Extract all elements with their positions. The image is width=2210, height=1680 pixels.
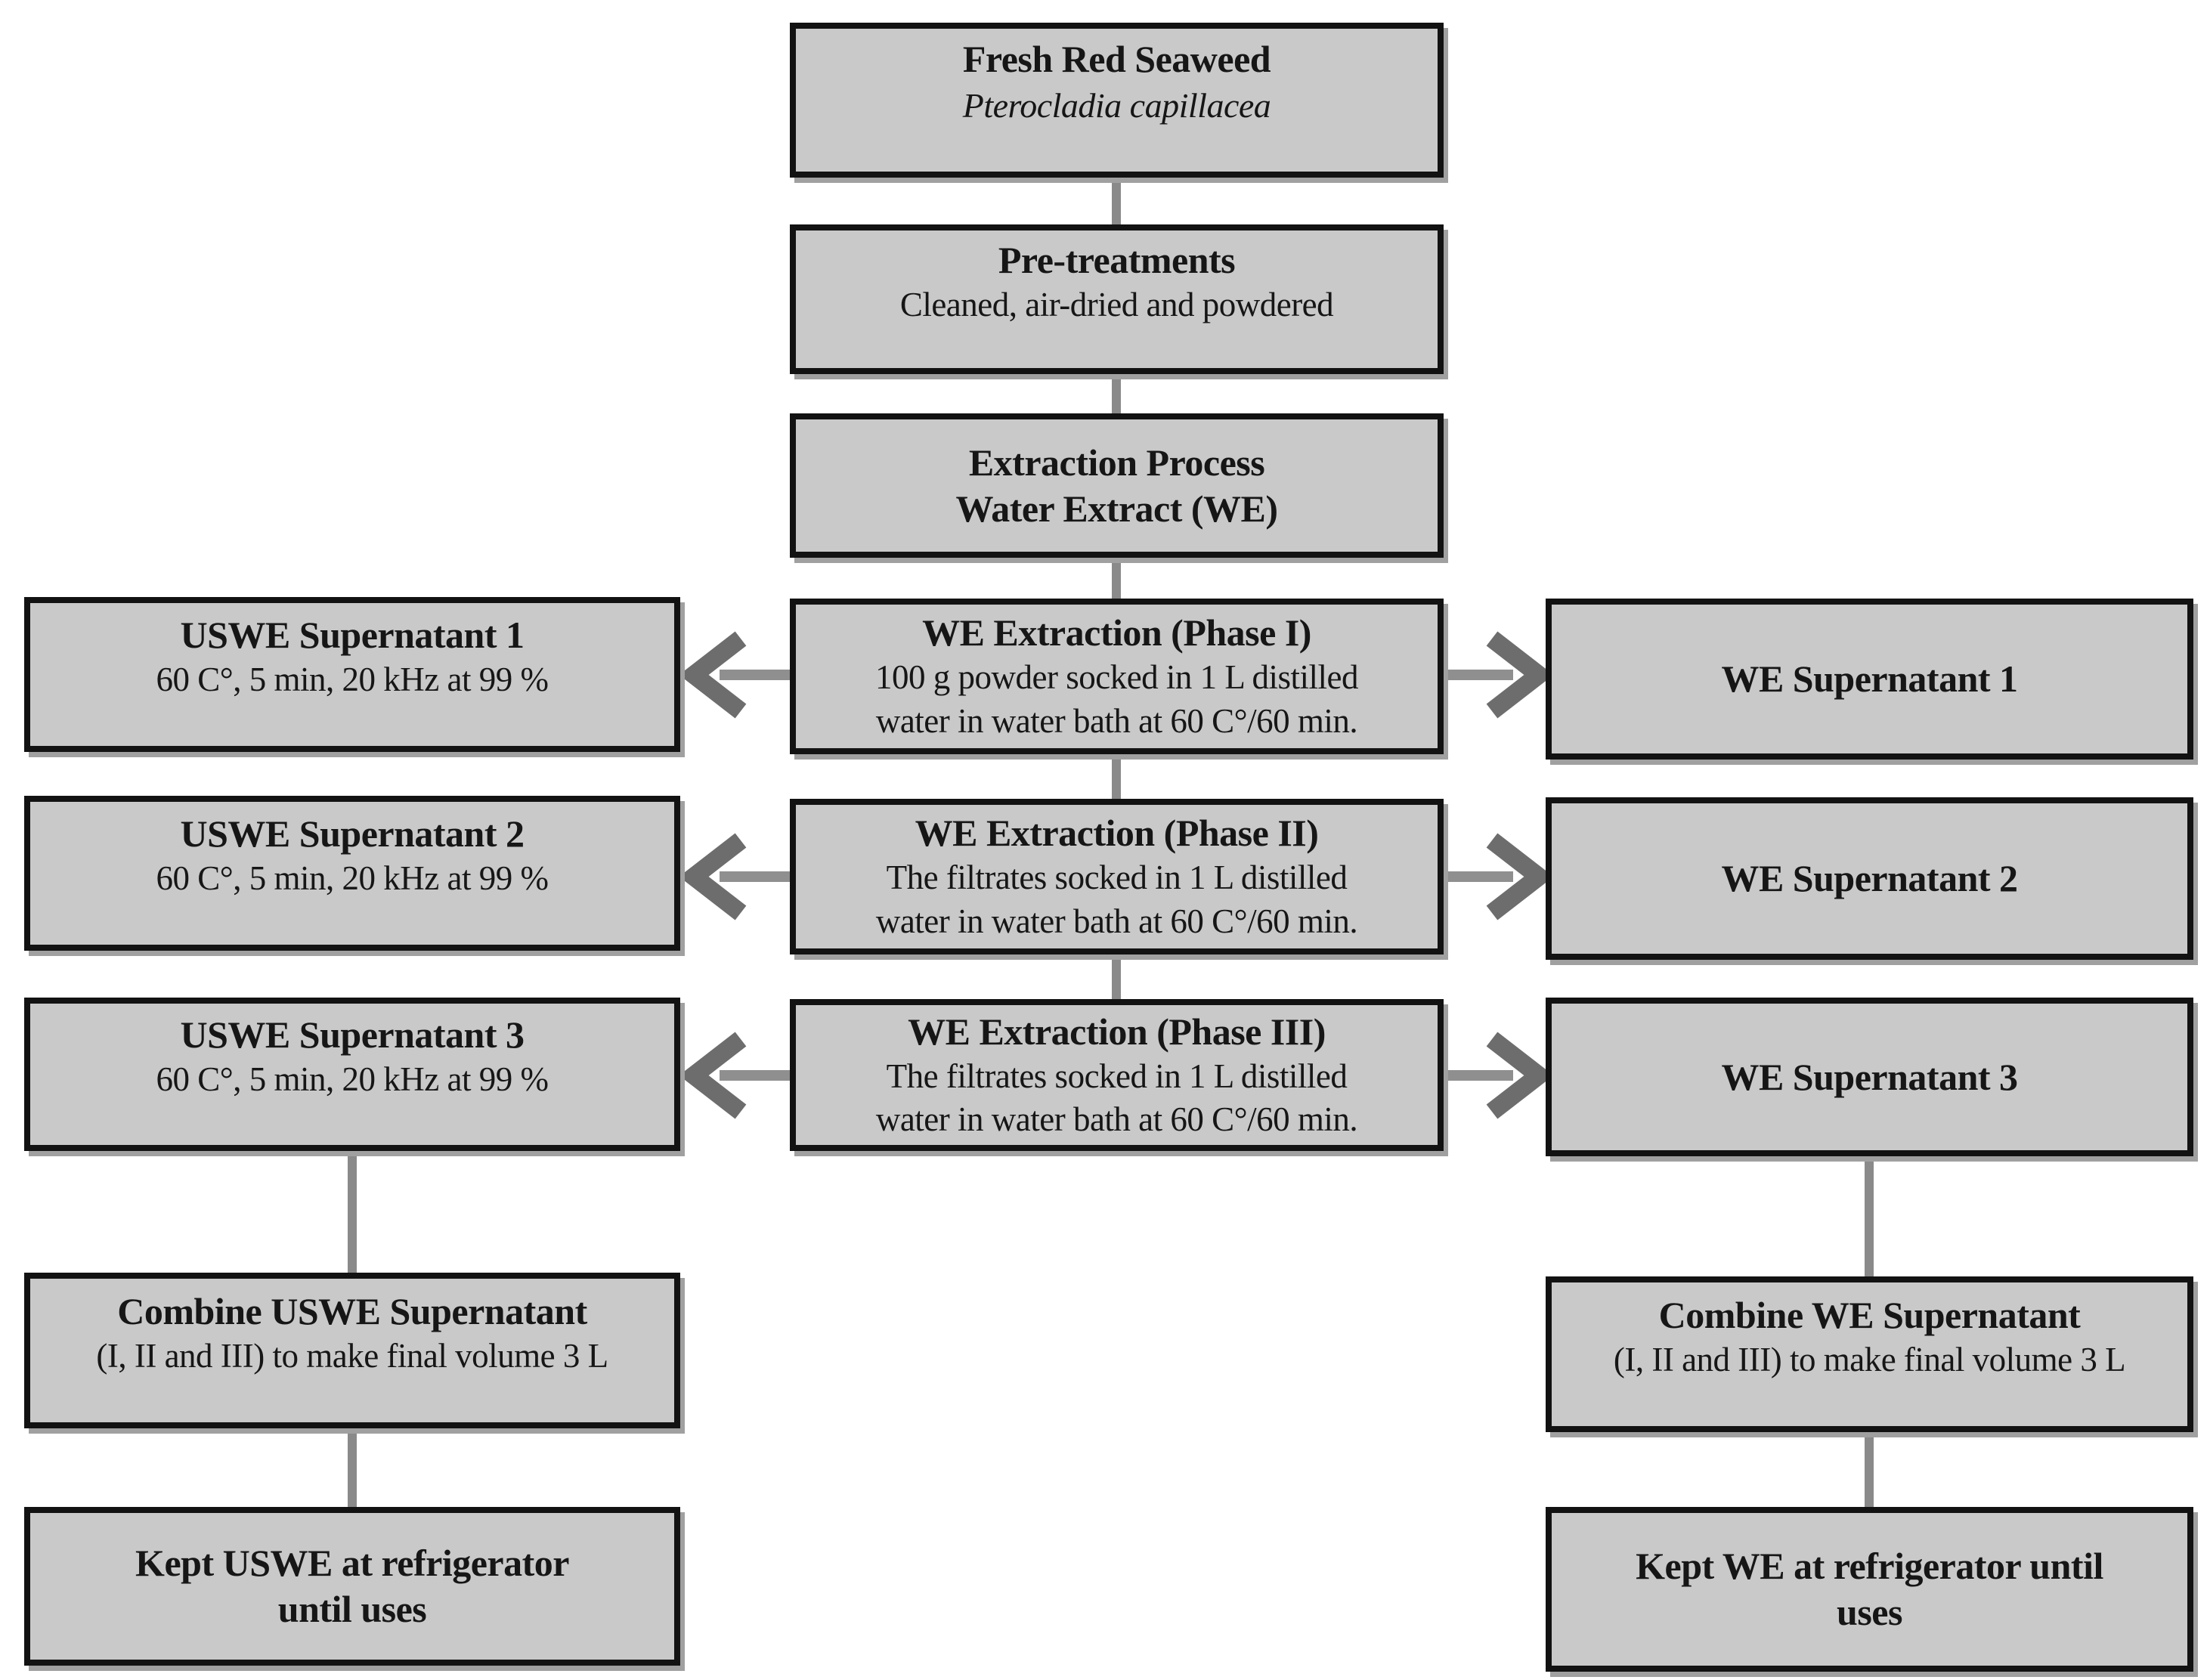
node-title: Combine WE Supernatant (1658, 1293, 2081, 1336)
node-desc-line2: water in water bath at 60 C°/60 min. (875, 1100, 1358, 1138)
node-desc-line2: water in water bath at 60 C°/60 min. (875, 902, 1358, 940)
arrow-head-left-icon (679, 1032, 747, 1119)
node-desc: (I, II and III) to make final volume 3 L (96, 1336, 608, 1375)
node-we-supernatant-3: WE Supernatant 3 (1546, 998, 2193, 1156)
node-pretreatments: Pre-treatments Cleaned, air-dried and po… (790, 224, 1444, 374)
node-kept-uswe-refrigerator: Kept USWE at refrigerator until uses (24, 1507, 680, 1666)
node-desc: (I, II and III) to make final volume 3 L (1613, 1340, 2126, 1378)
node-title-line1: Kept WE at refrigerator until (1636, 1545, 2103, 1587)
node-we-extraction-phase1: WE Extraction (Phase I) 100 g powder soc… (790, 599, 1444, 754)
arrow-head-right-icon (1486, 631, 1554, 719)
arrow-head-left-icon (679, 833, 747, 920)
node-title: Combine USWE Supernatant (117, 1289, 587, 1332)
node-combine-uswe-supernatant: Combine USWE Supernatant (I, II and III)… (24, 1273, 680, 1428)
arrow-phase2-to-uswe2 (679, 833, 793, 920)
node-uswe-supernatant-1: USWE Supernatant 1 60 C°, 5 min, 20 kHz … (24, 597, 680, 752)
node-combine-we-supernatant: Combine WE Supernatant (I, II and III) t… (1546, 1276, 2193, 1432)
node-desc: 60 C°, 5 min, 20 kHz at 99 % (156, 661, 549, 699)
node-title: USWE Supernatant 3 (180, 1013, 525, 1057)
node-title: WE Supernatant 1 (1721, 657, 2018, 700)
node-uswe-supernatant-2: USWE Supernatant 2 60 C°, 5 min, 20 kHz … (24, 796, 680, 951)
node-fresh-red-seaweed: Fresh Red Seaweed Pterocladia capillacea (790, 23, 1444, 178)
node-desc: 60 C°, 5 min, 20 kHz at 99 % (156, 859, 549, 898)
arrow-head-left-icon (679, 631, 747, 719)
node-title-line1: Extraction Process (968, 441, 1265, 484)
node-title: USWE Supernatant 1 (180, 614, 525, 657)
node-extraction-process: Extraction Process Water Extract (WE) (790, 413, 1444, 558)
node-we-supernatant-1: WE Supernatant 1 (1546, 599, 2193, 760)
arrow-phase2-to-we2 (1441, 833, 1554, 920)
node-desc-line1: 100 g powder socked in 1 L distilled (875, 658, 1358, 697)
node-title-line2: uses (1837, 1591, 1902, 1633)
arrow-head-right-icon (1486, 1032, 1554, 1119)
node-title-line1: Kept USWE at refrigerator (135, 1542, 569, 1584)
node-title: USWE Supernatant 2 (180, 812, 525, 855)
node-kept-we-refrigerator: Kept WE at refrigerator until uses (1546, 1507, 2193, 1672)
node-we-extraction-phase3: WE Extraction (Phase III) The filtrates … (790, 999, 1444, 1151)
node-we-supernatant-2: WE Supernatant 2 (1546, 797, 2193, 960)
node-title: WE Extraction (Phase III) (908, 1010, 1326, 1053)
node-title: WE Supernatant 2 (1721, 857, 2018, 899)
arrow-phase3-to-we3 (1441, 1032, 1554, 1119)
node-title: WE Extraction (Phase II) (915, 812, 1319, 855)
node-uswe-supernatant-3: USWE Supernatant 3 60 C°, 5 min, 20 kHz … (24, 998, 680, 1151)
node-title: Fresh Red Seaweed (962, 37, 1271, 80)
node-title: WE Supernatant 3 (1721, 1055, 2018, 1098)
arrow-phase1-to-uswe1 (679, 631, 793, 719)
node-desc: Cleaned, air-dried and powdered (899, 285, 1334, 323)
node-desc-line1: The filtrates socked in 1 L distilled (886, 859, 1348, 897)
arrow-phase1-to-we1 (1441, 631, 1554, 719)
node-title: Pre-treatments (998, 238, 1236, 281)
arrow-phase3-to-uswe3 (679, 1032, 793, 1119)
node-title: WE Extraction (Phase I) (922, 611, 1311, 654)
node-we-extraction-phase2: WE Extraction (Phase II) The filtrates s… (790, 799, 1444, 954)
node-desc-line1: The filtrates socked in 1 L distilled (886, 1057, 1348, 1095)
node-desc: 60 C°, 5 min, 20 kHz at 99 % (156, 1060, 549, 1099)
node-title-line2: until uses (277, 1588, 427, 1630)
node-desc-line2: water in water bath at 60 C°/60 min. (875, 701, 1358, 740)
node-title-line2: Water Extract (WE) (955, 487, 1278, 530)
node-species-name: Pterocladia capillacea (962, 85, 1271, 125)
arrow-head-right-icon (1486, 833, 1554, 920)
